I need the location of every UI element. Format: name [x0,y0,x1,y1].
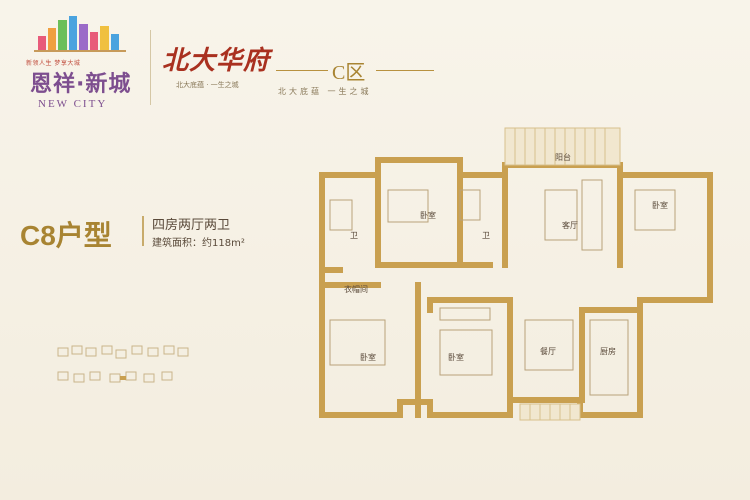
logo-tagline: 新领人生 梦享大城 [26,60,81,67]
brand-slogan: 北大底蕴 · 一生之城 [176,81,239,89]
header-divider [150,30,151,105]
bed-1 [387,189,429,223]
brand-logo: 北大华府 北大底蕴 · 一生之城 [160,40,270,100]
unit-type-divider [142,216,144,246]
room-label-dining: 餐厅 [540,347,556,356]
room-label-closet: 衣帽间 [344,284,368,294]
logo-english-name: NEW CITY [38,98,108,110]
zone-ornament-right [376,70,434,71]
room-label-kitchen: 厨房 [600,346,616,356]
room-label-balcony: 阳台 [555,152,571,162]
brand-name: 北大华府 [162,46,271,76]
room-label-bath-2: 卫 [482,231,490,240]
new-city-logo: 新领人生 梦享大城 恩祥·新城 NEW CITY [18,14,138,124]
room-label-bedroom-3: 卧室 [360,352,376,362]
zone-header: C区 北大底蕴 一生之城 [272,52,442,100]
zone-slogan: 北大底蕴 一生之城 [278,87,372,96]
zone-ornament-left [276,70,328,71]
room-label-living: 客厅 [562,220,578,230]
room-label-bedroom-2: 卧室 [652,200,668,210]
logo-chinese-name: 恩祥·新城 [30,72,132,97]
unit-area: 建筑面积：约118m² [152,238,245,249]
unit-type-title: C8户型 [20,220,112,251]
room-label-bedroom-1: 卧室 [420,210,436,220]
room-label-bedroom-4: 卧室 [448,352,464,362]
site-key-map [57,345,189,383]
city-skyline-icon [34,16,126,52]
floor-plan: 阳台 卧室 卫 卫 客厅 卧室 衣帽间 卧室 卧室 餐厅 厨房 [319,127,713,421]
unit-description: 四房两厅两卫 [152,218,231,233]
zone-title: C区 [332,62,366,84]
room-label-bath-1: 卫 [350,231,358,240]
